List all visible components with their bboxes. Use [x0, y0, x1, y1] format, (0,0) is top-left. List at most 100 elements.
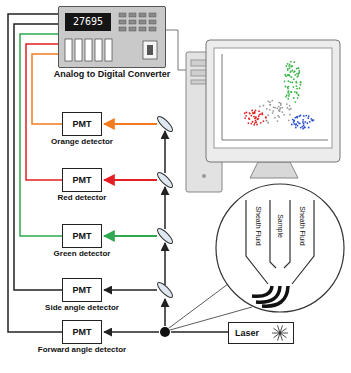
- computer-monitor: [250, 162, 298, 178]
- scatter-dot: [291, 70, 293, 72]
- scatter-dot: [298, 67, 300, 69]
- scatter-dot: [273, 106, 275, 108]
- scatter-dot: [303, 115, 305, 117]
- computer-monitor: [206, 40, 340, 162]
- scatter-dot: [260, 122, 262, 124]
- light-path: [104, 331, 159, 333]
- scatter-plot: [244, 61, 314, 130]
- pmt-label: PMT: [73, 285, 92, 295]
- scatter-dot: [312, 120, 314, 122]
- scatter-dot: [291, 66, 293, 68]
- scatter-dot: [255, 117, 257, 119]
- scatter-dot: [300, 84, 302, 86]
- signal-wire: [20, 34, 62, 236]
- scatter-dot: [252, 112, 254, 114]
- scatter-dot: [309, 121, 311, 123]
- scatter-dot: [284, 74, 286, 76]
- scatter-dot: [244, 112, 246, 114]
- scatter-dot: [304, 127, 306, 129]
- scatter-dot: [289, 114, 291, 116]
- scatter-dot: [290, 91, 292, 93]
- detector-label: Green detector: [34, 249, 130, 258]
- scatter-dot: [290, 108, 292, 110]
- dichroic-mirror: [155, 114, 174, 299]
- scatter-dot: [296, 116, 298, 118]
- scatter-dot: [288, 86, 290, 88]
- scatter-dot: [293, 120, 295, 122]
- scatter-dot: [284, 81, 286, 83]
- scatter-dot: [302, 121, 304, 123]
- scatter-dot: [303, 124, 305, 126]
- scatter-dot: [286, 94, 288, 96]
- scatter-dot: [300, 127, 302, 129]
- flow-cell-inset: [216, 184, 344, 312]
- computer-monitor: [222, 54, 223, 140]
- scatter-dot: [269, 109, 271, 111]
- panel-switch: [143, 41, 157, 59]
- scatter-dot: [293, 123, 295, 125]
- scatter-dot: [288, 65, 290, 67]
- scatter-dot: [298, 95, 300, 97]
- dichroic-mirror: [155, 226, 174, 245]
- dichroic-mirror: [155, 170, 174, 189]
- scatter-dot: [302, 119, 304, 121]
- scatter-dot: [288, 109, 290, 111]
- data-cable: [166, 30, 186, 70]
- scatter-dot: [289, 71, 291, 73]
- scatter-dot: [291, 124, 293, 126]
- scatter-dot: [254, 111, 256, 113]
- scatter-dot: [294, 117, 296, 119]
- scatter-dot: [295, 124, 297, 126]
- scatter-dot: [293, 97, 295, 99]
- flow-cell-inset: [252, 286, 272, 296]
- scatter-dot: [266, 120, 268, 122]
- scatter-dot: [250, 123, 252, 125]
- pmt-box: PMTSide angle detector: [62, 278, 102, 302]
- scatter-dot: [293, 71, 295, 73]
- scatter-dot: [296, 92, 298, 94]
- signal-wire: [26, 44, 62, 180]
- laser-ray: [272, 333, 280, 334]
- scatter-dot: [267, 114, 269, 116]
- scatter-dot: [258, 115, 260, 117]
- scatter-dot: [296, 68, 298, 70]
- panel-button: [119, 13, 126, 17]
- detector-label: Forward angle detector: [34, 345, 130, 354]
- scatter-dot: [259, 106, 261, 108]
- detector-label: Side angle detector: [34, 303, 130, 312]
- sample-label: Sample: [276, 213, 284, 239]
- scatter-dot: [296, 92, 298, 94]
- scatter-dot: [285, 65, 287, 67]
- scatter-dot: [265, 116, 267, 118]
- panel-button: [139, 13, 146, 17]
- flow-cell-inset: [256, 286, 280, 302]
- scatter-dot: [278, 106, 280, 108]
- scatter-dot: [287, 90, 289, 92]
- scatter-dot: [307, 117, 309, 119]
- scatter-dot: [278, 102, 280, 104]
- scatter-dot: [296, 117, 298, 119]
- scatter-dot: [245, 115, 247, 117]
- pmt-box: PMTForward angle detector: [62, 320, 102, 344]
- scatter-dot: [253, 116, 255, 118]
- scatter-dot: [288, 119, 290, 121]
- scatter-dot: [287, 80, 289, 82]
- scatter-dot: [291, 91, 293, 93]
- scatter-dot: [269, 101, 271, 103]
- scatter-dot: [281, 111, 283, 113]
- scatter-dot: [293, 86, 295, 88]
- input-slot: [95, 39, 102, 61]
- pmt-box: PMTGreen detector: [62, 224, 102, 248]
- scatter-dot: [274, 117, 276, 119]
- detector-label: Orange detector: [34, 137, 130, 146]
- panel-button: [119, 27, 126, 31]
- laser-star: [271, 324, 289, 342]
- scatter-dot: [265, 120, 267, 122]
- scatter-dot: [288, 74, 290, 76]
- panel-button: [149, 20, 156, 24]
- scatter-dot: [285, 96, 287, 98]
- scatter-dot: [280, 104, 282, 106]
- scatter-dot: [291, 65, 293, 67]
- scatter-dot: [249, 112, 251, 114]
